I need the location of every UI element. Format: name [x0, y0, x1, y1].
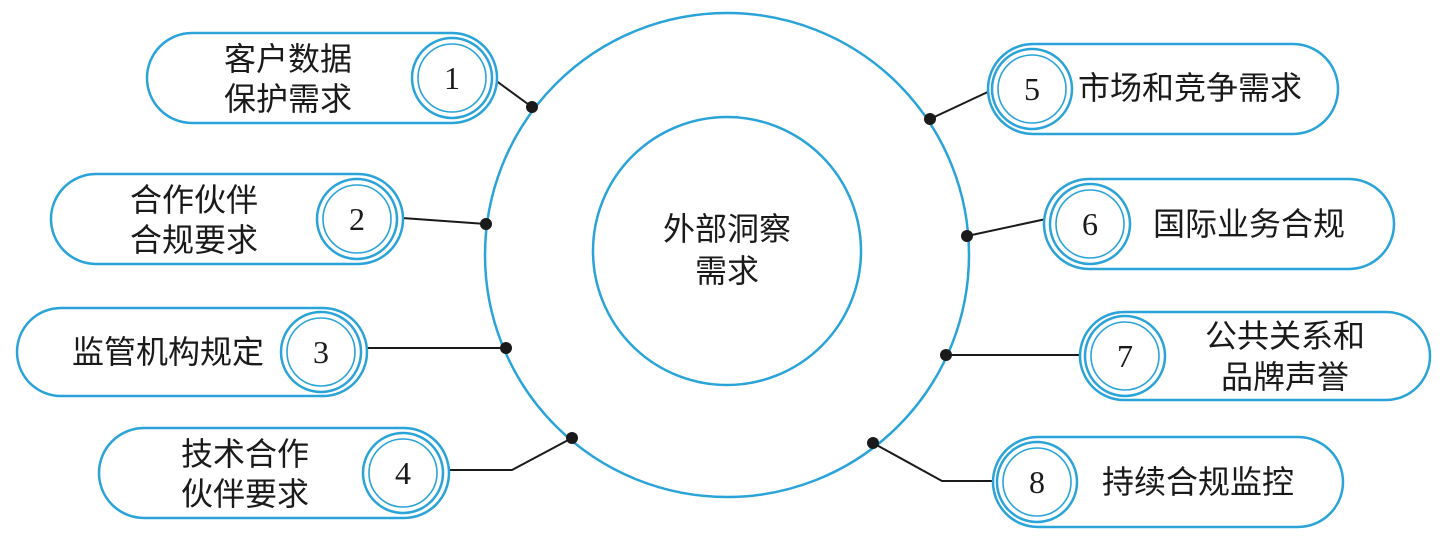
center-label-line1: 外部洞察: [663, 210, 791, 248]
item-1-badge-inner: [417, 43, 487, 113]
item-6-pill: [1042, 177, 1396, 271]
item-5-number: 5: [1024, 71, 1040, 107]
item-2-badge-inner: [322, 184, 392, 254]
item-2: 2 合作伙伴 合规要求: [49, 172, 405, 266]
item-7: 7 公共关系和 品牌声誉: [1078, 310, 1432, 402]
connector-8: [872, 442, 995, 482]
item-4-number: 4: [395, 455, 411, 491]
item-3-number: 3: [313, 334, 329, 370]
item-2-pill: [49, 172, 405, 266]
item-8-pill: [991, 435, 1345, 529]
item-3: 3 监管机构规定: [15, 306, 369, 398]
connector-dot-3: [500, 342, 512, 354]
item-8-number: 8: [1029, 464, 1045, 500]
connector-dot-5: [924, 113, 936, 125]
item-6-badge: [1048, 182, 1132, 266]
item-1-number: 1: [444, 60, 460, 96]
item-5-badge: [990, 47, 1074, 131]
item-8-label: 持续合规监控: [1102, 463, 1294, 501]
item-6: 6 国际业务合规: [1042, 177, 1396, 271]
item-7-label-line2: 品牌声誉: [1221, 358, 1349, 396]
item-5-pill: [986, 42, 1340, 136]
connector-dot-1: [526, 101, 538, 113]
item-5-label: 市场和竞争需求: [1078, 69, 1302, 107]
connector-dot-7: [940, 349, 952, 361]
item-5: 5 市场和竞争需求: [986, 42, 1340, 136]
item-7-label-line1: 公共关系和: [1205, 317, 1365, 355]
item-7-badge-inner: [1090, 321, 1160, 391]
center-label-line2: 需求: [695, 252, 759, 290]
connector-4: [447, 437, 573, 471]
item-5-badge-inner: [997, 54, 1067, 124]
item-1: 1 客户数据 保护需求: [145, 31, 499, 125]
item-4-badge: [361, 431, 445, 515]
connector-dot-4: [566, 432, 578, 444]
outer-circle: [483, 11, 971, 499]
item-6-badge-inner: [1055, 189, 1125, 259]
item-2-label-line1: 合作伙伴: [130, 181, 258, 219]
item-8-badge-inner: [1002, 447, 1072, 517]
connector-2: [401, 217, 487, 225]
item-4-pill: [97, 426, 451, 520]
item-3-badge: [279, 310, 363, 394]
center-circle: [591, 115, 863, 387]
item-7-badge: [1083, 314, 1167, 398]
item-3-pill: [15, 306, 369, 398]
connector-5: [929, 89, 993, 120]
connector-dot-2: [480, 218, 492, 230]
item-1-label-line1: 客户数据: [224, 40, 352, 78]
item-6-number: 6: [1082, 206, 1098, 242]
item-2-label-line2: 合规要求: [130, 221, 258, 259]
item-4-label-line1: 技术合作: [181, 435, 309, 473]
connector-6: [966, 218, 1047, 237]
item-7-number: 7: [1117, 338, 1133, 374]
item-4: 4 技术合作 伙伴要求: [97, 426, 451, 520]
connector-1: [494, 79, 533, 108]
item-2-badge: [315, 177, 399, 261]
item-6-label: 国际业务合规: [1153, 205, 1345, 243]
item-8-badge: [995, 440, 1079, 524]
item-3-label: 监管机构规定: [72, 333, 264, 371]
item-1-pill: [145, 31, 499, 125]
item-7-pill: [1078, 310, 1432, 402]
item-4-label-line2: 伙伴要求: [181, 475, 309, 513]
item-1-label-line2: 保护需求: [224, 80, 352, 118]
connector-dot-8: [867, 437, 879, 449]
item-3-badge-inner: [286, 317, 356, 387]
item-8: 8 持续合规监控: [991, 435, 1345, 529]
item-1-badge: [410, 36, 494, 120]
item-2-number: 2: [349, 201, 365, 237]
item-4-badge-inner: [368, 438, 438, 508]
connector-dot-6: [961, 230, 973, 242]
